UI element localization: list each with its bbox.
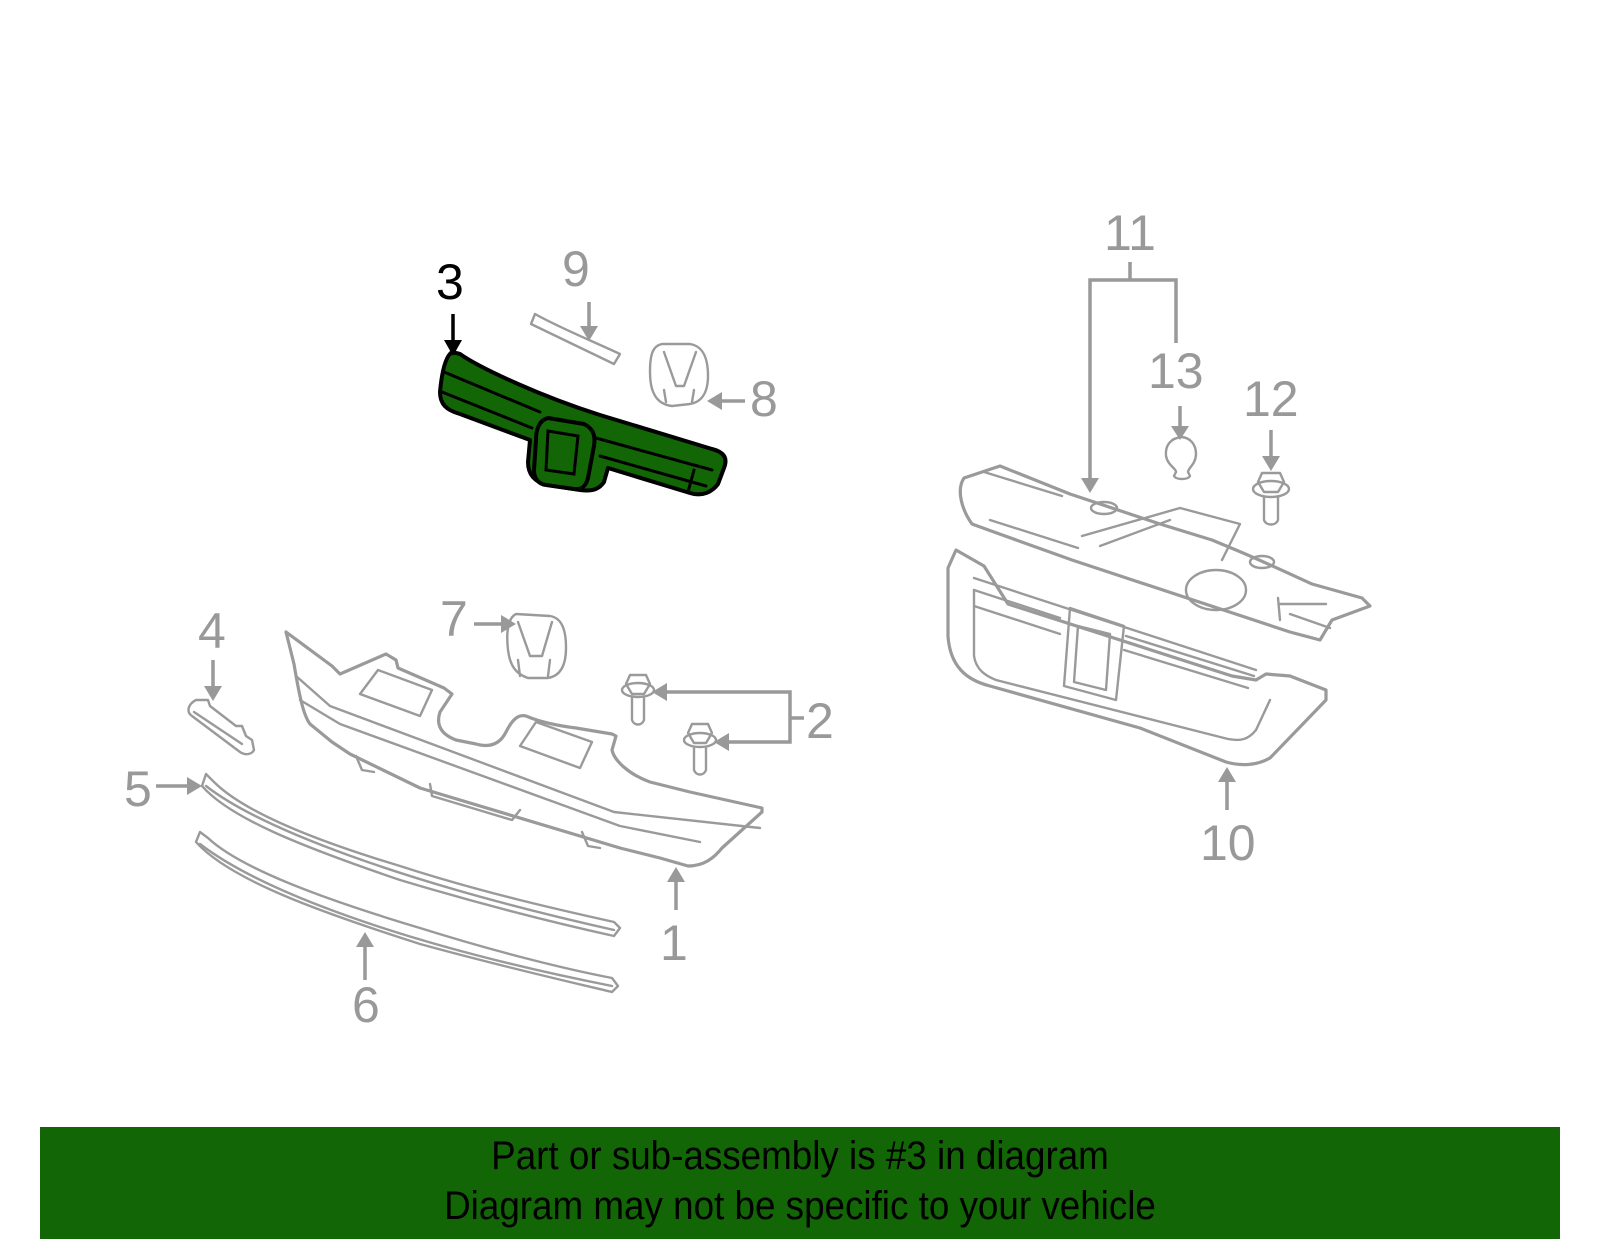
svg-text:1: 1 [660,915,688,971]
banner-line-disclaimer: Diagram may not be specific to your vehi… [444,1184,1156,1228]
part-1-lower-grille[interactable] [284,630,764,868]
part-12-bolt[interactable] [1251,471,1291,526]
callout-8: 8 [707,371,778,427]
svg-text:12: 12 [1243,371,1299,427]
svg-text:7: 7 [440,591,468,647]
callout-2: 2 [652,683,834,751]
banner-line-part-number: Part or sub-assembly is #3 in diagram [491,1134,1109,1178]
svg-text:3: 3 [436,254,464,310]
part-6-trim-strip[interactable] [194,830,620,994]
callout-6: 6 [352,932,380,1033]
svg-text:2: 2 [806,693,834,749]
svg-text:9: 9 [562,241,590,297]
callout-12: 12 [1243,371,1299,471]
part-7-emblem[interactable] [506,612,568,680]
part-info-banner: Part or sub-assembly is #3 in diagram Di… [40,1127,1560,1239]
parts-diagram: 3 9 8 11 13 [124,205,1372,1033]
part-4-bracket[interactable] [187,698,256,756]
part-9-molding-strip[interactable] [529,312,622,366]
callout-11: 11 [1081,205,1178,493]
part-2-bolts[interactable] [620,673,718,776]
svg-text:6: 6 [352,977,380,1033]
svg-text:8: 8 [750,371,778,427]
callout-4: 4 [198,603,226,701]
callout-13: 13 [1148,343,1204,440]
callout-7: 7 [440,591,516,647]
part-11-grille-support[interactable] [958,464,1372,642]
svg-text:4: 4 [198,603,226,659]
part-5-trim-strip[interactable] [200,772,622,938]
callout-10: 10 [1200,767,1256,871]
part-10-grille-assembly[interactable] [946,548,1328,767]
callout-9: 9 [562,241,598,341]
part-8-emblem[interactable] [648,342,710,408]
callout-1: 1 [660,867,688,971]
callout-5: 5 [124,761,202,817]
svg-text:13: 13 [1148,343,1204,399]
svg-text:5: 5 [124,761,152,817]
part-3-grille-molding[interactable] [438,350,728,497]
svg-text:11: 11 [1104,205,1156,261]
svg-text:10: 10 [1200,815,1256,871]
part-13-clip[interactable] [1164,435,1198,481]
callout-3: 3 [436,254,464,356]
